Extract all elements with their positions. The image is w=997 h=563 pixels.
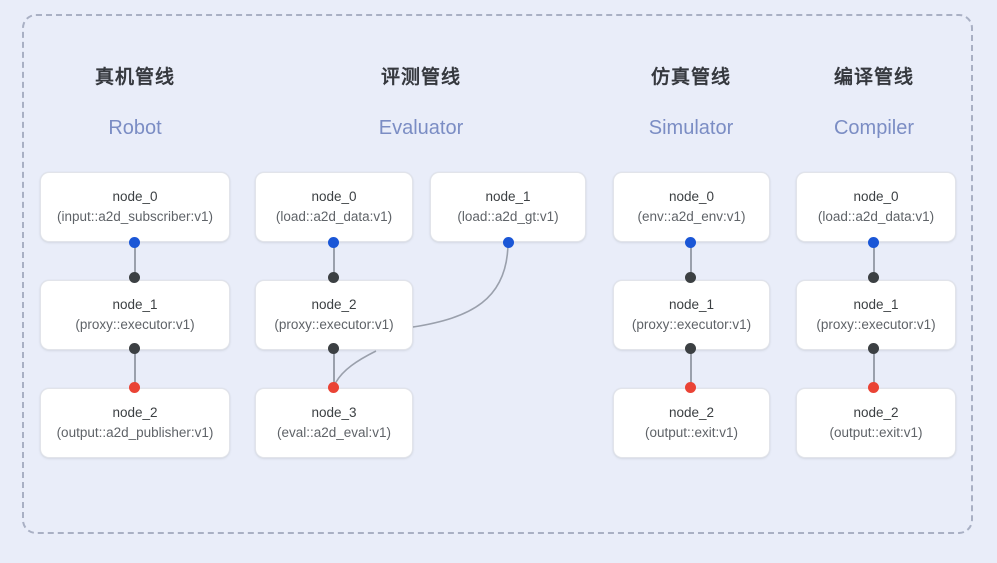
port-output-simulator-1[interactable]	[685, 343, 696, 354]
port-input-robot-1[interactable]	[129, 272, 140, 283]
node-label-name: node_1	[485, 189, 531, 204]
node-evaluator-0[interactable]: node_0 (load::a2d_data:v1)	[255, 172, 413, 242]
node-label-type: (load::a2d_data:v1)	[817, 209, 935, 224]
node-label-type: (env::a2d_env:v1)	[637, 209, 746, 224]
port-input-simulator-1[interactable]	[685, 272, 696, 283]
node-compiler-1[interactable]: node_1 (proxy::executor:v1)	[796, 280, 956, 350]
node-evaluator-2[interactable]: node_2 (proxy::executor:v1)	[255, 280, 413, 350]
port-output-compiler-1[interactable]	[868, 343, 879, 354]
link-robot-1-2	[134, 348, 136, 390]
node-label-type: (input::a2d_subscriber:v1)	[56, 209, 214, 224]
node-label-type: (output::exit:v1)	[829, 425, 923, 440]
node-label-name: node_0	[311, 189, 357, 204]
node-label-name: node_3	[311, 405, 357, 420]
port-input-simulator-2[interactable]	[685, 382, 696, 393]
port-input-robot-2[interactable]	[129, 382, 140, 393]
node-compiler-2[interactable]: node_2 (output::exit:v1)	[796, 388, 956, 458]
port-output-evaluator-0[interactable]	[328, 237, 339, 248]
node-label-name: node_0	[112, 189, 158, 204]
node-label-type: (load::a2d_data:v1)	[275, 209, 393, 224]
port-output-robot-0[interactable]	[129, 237, 140, 248]
link-compiler-0-1	[873, 240, 875, 282]
node-label-type: (eval::a2d_eval:v1)	[276, 425, 392, 440]
node-label-name: node_0	[853, 189, 899, 204]
port-output-robot-1[interactable]	[129, 343, 140, 354]
node-robot-1[interactable]: node_1 (proxy::executor:v1)	[40, 280, 230, 350]
port-output-simulator-0[interactable]	[685, 237, 696, 248]
node-robot-0[interactable]: node_0 (input::a2d_subscriber:v1)	[40, 172, 230, 242]
node-label-name: node_2	[853, 405, 899, 420]
port-input-compiler-2[interactable]	[868, 382, 879, 393]
port-output-compiler-0[interactable]	[868, 237, 879, 248]
node-evaluator-1-gt[interactable]: node_1 (load::a2d_gt:v1)	[430, 172, 586, 242]
node-simulator-1[interactable]: node_1 (proxy::executor:v1)	[613, 280, 770, 350]
node-label-type: (output::a2d_publisher:v1)	[56, 425, 214, 440]
node-simulator-0[interactable]: node_0 (env::a2d_env:v1)	[613, 172, 770, 242]
node-label-name: node_1	[668, 297, 715, 312]
node-label-name: node_2	[311, 297, 357, 312]
link-compiler-1-2	[873, 348, 875, 390]
node-label-type: (output::exit:v1)	[644, 425, 739, 440]
port-input-evaluator-3[interactable]	[328, 382, 339, 393]
node-label-type: (load::a2d_gt:v1)	[457, 209, 559, 224]
node-label-name: node_1	[112, 297, 158, 312]
node-label-type: (proxy::executor:v1)	[631, 317, 752, 332]
link-evaluator-2-3	[333, 348, 335, 390]
node-label-name: node_0	[668, 189, 715, 204]
node-simulator-2[interactable]: node_2 (output::exit:v1)	[613, 388, 770, 458]
port-output-evaluator-1-gt[interactable]	[503, 237, 514, 248]
node-label-name: node_1	[853, 297, 899, 312]
node-robot-2[interactable]: node_2 (output::a2d_publisher:v1)	[40, 388, 230, 458]
node-evaluator-3[interactable]: node_3 (eval::a2d_eval:v1)	[255, 388, 413, 458]
node-label-type: (proxy::executor:v1)	[75, 317, 195, 332]
port-input-compiler-1[interactable]	[868, 272, 879, 283]
link-evaluator-0-2	[333, 240, 335, 282]
node-label-name: node_2	[112, 405, 158, 420]
port-output-evaluator-2[interactable]	[328, 343, 339, 354]
link-robot-0-1	[134, 240, 136, 282]
link-simulator-0-1	[690, 240, 692, 282]
link-simulator-1-2	[690, 348, 692, 390]
node-label-type: (proxy::executor:v1)	[816, 317, 936, 332]
node-label-name: node_2	[668, 405, 715, 420]
port-input-evaluator-2[interactable]	[328, 272, 339, 283]
node-compiler-0[interactable]: node_0 (load::a2d_data:v1)	[796, 172, 956, 242]
node-label-type: (proxy::executor:v1)	[274, 317, 394, 332]
